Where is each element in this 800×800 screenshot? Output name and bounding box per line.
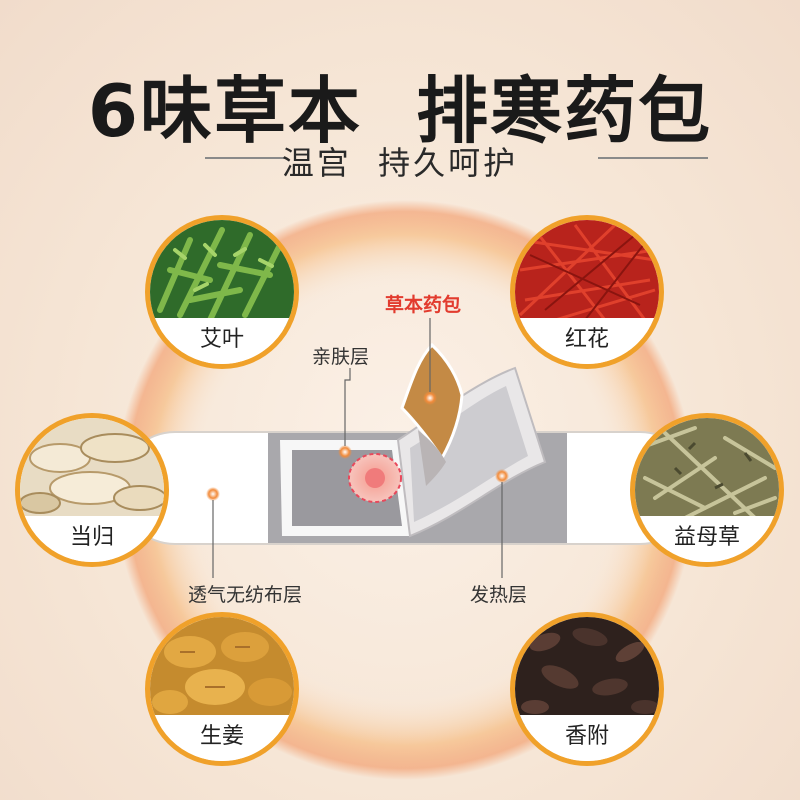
cyperus-icon [515,617,659,725]
herb-cyperus: 香附 [510,612,664,766]
herb-label: 艾叶 [150,317,294,364]
peeled-layer-inner [410,386,528,522]
label-nonwoven-layer: 透气无纺布层 [188,584,303,606]
subtitle-right-rule [598,157,708,159]
page-subtitle: 温宫 持久呵护 [281,144,519,182]
label-skin-layer: 亲肤层 [312,346,370,368]
herb-ginger: 生姜 [145,612,299,766]
label-heating-layer: 发热层 [470,584,528,606]
marker-heating [495,469,509,483]
herb-safflower: 红花 [510,215,664,369]
herb-angelica: 当归 [15,413,169,567]
safflower-icon [515,220,659,328]
page-title: 6味草本 排寒药包 [87,69,713,153]
motherwort-icon [635,418,779,526]
herb-label: 红花 [515,317,659,364]
marker-nonwoven [206,487,220,501]
herb-motherwort: 益母草 [630,413,784,567]
herbal-pack-flap [418,430,446,486]
herb-label: 益母草 [635,515,779,562]
herb-label: 当归 [20,515,164,562]
angelica-slices-icon [20,418,164,526]
ginger-icon [150,617,294,725]
herb-label: 香附 [515,714,659,761]
leader-skin [344,368,351,446]
label-herbal-pack: 草本药包 [385,294,462,316]
marker-skin [338,445,352,459]
marker-herbal [423,391,437,405]
mugwort-leaf-icon [150,220,294,328]
subtitle-row: 温宫 持久呵护 [0,138,800,182]
herb-mugwort: 艾叶 [145,215,299,369]
subtitle-left-rule [205,157,285,159]
herb-label: 生姜 [150,714,294,761]
